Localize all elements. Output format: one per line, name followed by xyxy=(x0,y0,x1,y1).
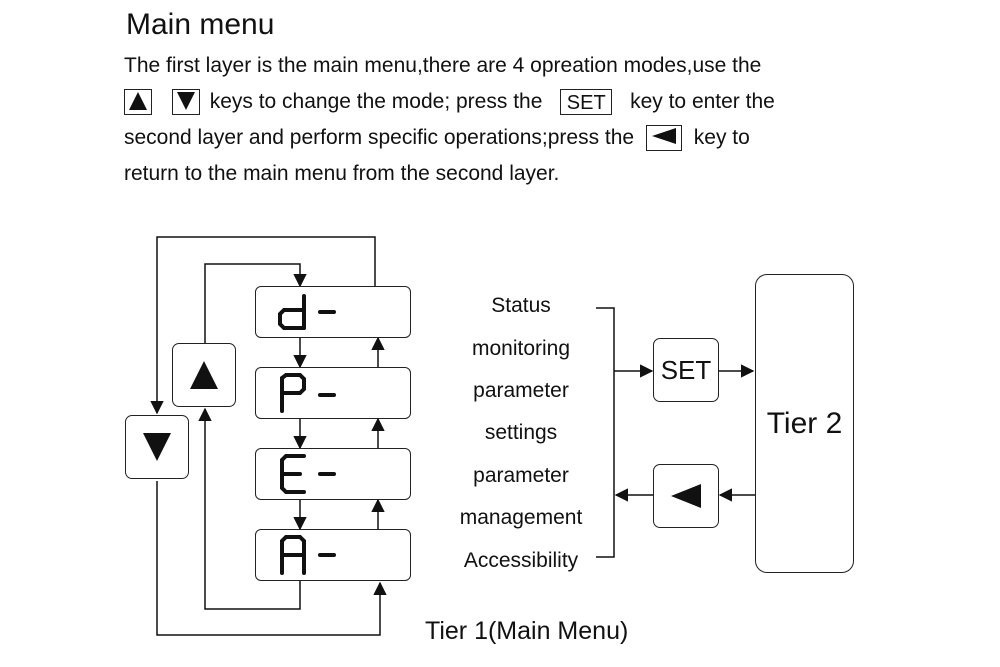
mode-label: Accessibility xyxy=(463,549,579,572)
intro-line-3: second layer and perform specific operat… xyxy=(124,120,750,156)
seven-segment-a xyxy=(280,535,336,575)
down-loop-bottom xyxy=(156,481,387,636)
modes-bracket xyxy=(596,307,615,558)
up-triangle-icon xyxy=(190,361,218,389)
mode-label: parameter xyxy=(473,379,569,402)
seven-segment-e xyxy=(280,454,336,494)
tier2-box: Tier 2 xyxy=(755,274,854,573)
up-loop-bottom xyxy=(198,407,301,610)
down-key-inline xyxy=(171,89,200,116)
intro-line-3-text: second layer and perform specific operat… xyxy=(124,126,635,149)
mode-label: monitoring xyxy=(471,337,571,360)
intro-line-2-text: keys to change the mode; press the xyxy=(209,90,543,113)
down-loop-top xyxy=(150,236,376,415)
diagram-caption: Tier 1(Main Menu) xyxy=(425,617,629,645)
down-triangle-icon xyxy=(176,92,195,111)
display-e xyxy=(255,448,411,500)
seven-segment-d xyxy=(278,294,336,330)
back-key[interactable] xyxy=(653,464,719,528)
intro-line-2-end: key to enter the xyxy=(630,90,775,113)
intro-line-1: The first layer is the main menu,there a… xyxy=(124,54,762,77)
intro-line-3-end: key to xyxy=(693,126,750,149)
intro-line-2: keys to change the mode; press the SET k… xyxy=(124,84,775,120)
up-key[interactable] xyxy=(172,343,236,407)
display-d xyxy=(255,286,411,338)
page-title: Main menu xyxy=(126,8,275,41)
left-triangle-icon xyxy=(671,484,701,508)
up-key-inline xyxy=(124,89,152,116)
down-triangle-icon xyxy=(143,433,171,461)
mode-label: parameter xyxy=(473,464,569,487)
set-key-label: SET xyxy=(660,354,712,385)
tier2-label: Tier 2 xyxy=(766,406,843,440)
mode-label: management xyxy=(459,506,583,529)
display-p xyxy=(255,367,411,419)
mode-label: settings xyxy=(484,421,558,444)
set-key[interactable]: SET xyxy=(653,338,719,402)
set-key-inline: SET xyxy=(560,89,613,116)
left-triangle-icon xyxy=(651,128,676,145)
display-a xyxy=(255,529,411,581)
seven-segment-p xyxy=(280,373,336,413)
back-key-inline xyxy=(645,125,682,152)
up-loop-top xyxy=(204,263,307,343)
mode-label: Status xyxy=(491,294,551,317)
up-triangle-icon xyxy=(129,92,147,111)
down-key[interactable] xyxy=(125,415,189,479)
intro-line-4: return to the main menu from the second … xyxy=(124,162,560,185)
